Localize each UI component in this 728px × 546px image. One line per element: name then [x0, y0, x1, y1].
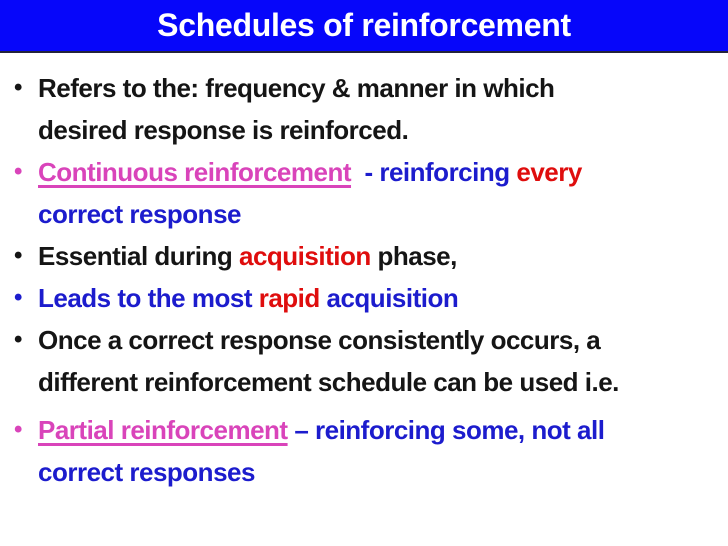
- text-segment: Leads to the most: [38, 283, 259, 313]
- bullet-text: Once a correct response consistently occ…: [38, 325, 619, 397]
- text-segment: Refers to the: frequency & manner in whi…: [38, 73, 555, 145]
- text-segment: – reinforcing some, not all correct resp…: [38, 415, 605, 487]
- text-segment: Continuous reinforcement: [38, 157, 352, 187]
- bullet-item: • Once a correct response consistently oc…: [12, 319, 710, 403]
- bullet-marker: •: [14, 326, 22, 353]
- bullet-item: • Leads to the most rapid acquisition: [12, 277, 710, 319]
- bullet-list: • Refers to the: frequency & manner in wh…: [12, 67, 710, 493]
- text-segment: - reinforcing: [351, 157, 517, 187]
- text-segment: Partial reinforcement: [38, 415, 288, 445]
- bullet-item: • Essential during acquisition phase,: [12, 235, 710, 277]
- text-segment: every: [516, 157, 582, 187]
- bullet-item: • Partial reinforcement – reinforcing som…: [12, 409, 710, 493]
- bullet-item: • Refers to the: frequency & manner in wh…: [12, 67, 710, 151]
- bullet-text: Essential during acquisition phase,: [38, 241, 457, 271]
- bullet-item: • Continuous reinforcement - reinforcing …: [12, 151, 710, 235]
- text-segment: acquisition: [319, 283, 459, 313]
- bullet-marker: •: [14, 158, 22, 185]
- slide-title: Schedules of reinforcement: [157, 7, 571, 43]
- text-segment: acquisition: [239, 241, 371, 271]
- slide-title-bar: Schedules of reinforcement: [0, 0, 728, 53]
- bullet-text: Leads to the most rapid acquisition: [38, 283, 459, 313]
- bullet-marker: •: [14, 416, 22, 443]
- bullet-marker: •: [14, 242, 22, 269]
- text-segment: phase,: [370, 241, 457, 271]
- slide-body: • Refers to the: frequency & manner in wh…: [0, 53, 728, 493]
- bullet-text: Continuous reinforcement - reinforcing e…: [38, 157, 582, 229]
- text-segment: rapid: [258, 283, 321, 313]
- text-segment: correct response: [38, 199, 241, 229]
- bullet-text: Refers to the: frequency & manner in whi…: [38, 73, 555, 145]
- text-segment: Essential during: [38, 241, 239, 271]
- bullet-marker: •: [14, 284, 22, 311]
- text-segment: Once a correct response consistently occ…: [38, 325, 619, 397]
- bullet-text: Partial reinforcement – reinforcing some…: [38, 415, 605, 487]
- bullet-marker: •: [14, 74, 22, 101]
